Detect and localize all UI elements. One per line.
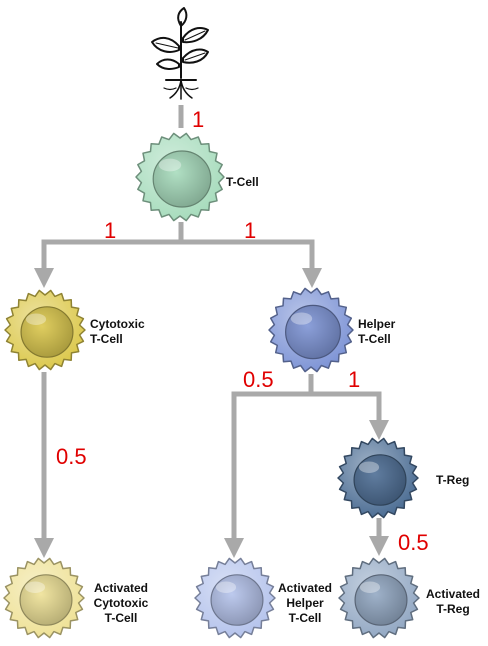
cell-label-treg: T-Reg (436, 473, 469, 487)
edge-tcell-to-helper (181, 239, 315, 270)
edge-helper-to-activated_helper (231, 374, 314, 540)
edge-weight-tcell-to-cytotoxic: 1 (104, 218, 116, 243)
cell-label-line: T-Reg (436, 473, 469, 487)
cell-label-line: T-Cell (289, 611, 322, 625)
edge-helper-to-treg (311, 391, 382, 422)
cell-label-line: Helper (286, 596, 324, 610)
edge-weight-helper-to-treg: 1 (348, 367, 360, 392)
edge-weight-root-to-tcell: 1 (192, 107, 204, 132)
cell-label-line: T-Cell (358, 332, 391, 346)
arrowhead-activated_treg (369, 536, 389, 556)
cell-label-line: Cytotoxic (94, 596, 149, 610)
cell-label-line: T-Cell (226, 175, 259, 189)
cell-label-tcell: T-Cell (226, 175, 259, 189)
cell-label-line: Activated (94, 581, 148, 595)
cell-label-line: Helper (358, 317, 396, 331)
edge-tcell-to-cytotoxic (41, 222, 184, 270)
edge-weight-cytotoxic-to-activated_cytotoxic: 0.5 (56, 444, 87, 469)
edge-weight-treg-to-activated_treg: 0.5 (398, 530, 429, 555)
cell-helper (268, 287, 354, 373)
cell-label-line: Cytotoxic (90, 317, 145, 331)
cell-activated-helper (194, 557, 276, 639)
cell-treg (337, 437, 419, 519)
arrowhead-activated_helper (224, 538, 244, 558)
arrowhead-treg (369, 420, 389, 440)
cell-cytotoxic (4, 289, 86, 371)
arrowhead-cytotoxic (34, 268, 54, 288)
arrowhead-helper (302, 268, 322, 288)
cells (3, 132, 420, 639)
plant-seedling-icon (151, 7, 209, 100)
cell-label-line: T-Cell (90, 332, 123, 346)
edges (34, 105, 389, 558)
edge-weight-tcell-to-helper: 1 (244, 218, 256, 243)
cell-label-line: T-Reg (436, 602, 469, 616)
arrowhead-activated_cytotoxic (34, 538, 54, 558)
cell-label-line: T-Cell (105, 611, 138, 625)
edge-weights: 1 1 1 0.5 0.5 1 0.5 (56, 107, 429, 555)
cell-tcell (135, 132, 225, 222)
edge-weight-helper-to-activated_helper: 0.5 (243, 367, 274, 392)
cell-label-line: Activated (426, 587, 480, 601)
cell-label-line: Activated (278, 581, 332, 595)
cell-activated-treg (338, 557, 420, 639)
cell-activated-cytotoxic (3, 557, 85, 639)
